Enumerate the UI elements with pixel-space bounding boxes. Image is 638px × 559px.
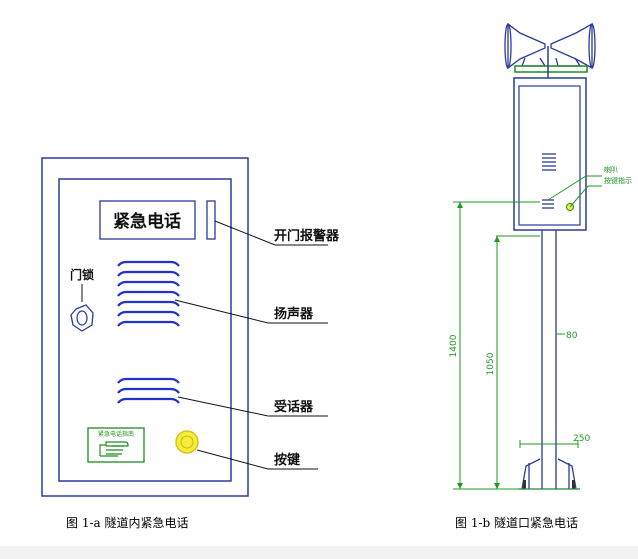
title-panel bbox=[99, 200, 196, 240]
leader-button bbox=[196, 449, 318, 470]
figure-a: 紧急电话 门锁 紧急电话指南 bbox=[41, 157, 340, 497]
dimension-lines bbox=[453, 175, 602, 490]
door-lock-keyhole bbox=[76, 310, 88, 326]
label-door-alarm: 开门报警器 bbox=[274, 228, 340, 244]
receiver-vents bbox=[117, 377, 180, 404]
caption-figure-b: 图 1-b 隧道口紧急电话 bbox=[455, 516, 579, 530]
speaker-vent bbox=[117, 300, 180, 307]
outdoor-cabinet bbox=[513, 77, 587, 231]
pole-base bbox=[518, 458, 580, 490]
speaker-vent bbox=[117, 310, 180, 317]
leader-receiver bbox=[177, 396, 328, 417]
speaker-vent bbox=[117, 270, 180, 277]
horn-speaker-right-icon bbox=[550, 22, 596, 70]
horn-mount-bracket bbox=[514, 65, 588, 73]
dim-total-height: 1400 bbox=[449, 334, 459, 357]
guide-sign bbox=[87, 427, 145, 463]
receiver-vent bbox=[117, 397, 180, 404]
receiver-vent bbox=[117, 377, 180, 384]
label-speaker: 扬声器 bbox=[274, 306, 314, 322]
door-lock-icon bbox=[70, 304, 94, 332]
dim-pole-diameter: 80 bbox=[566, 331, 578, 341]
dimension-ticks bbox=[457, 202, 500, 489]
speaker-vent bbox=[117, 320, 180, 327]
label-receiver: 受话器 bbox=[274, 399, 314, 415]
cabinet-outer bbox=[41, 157, 249, 497]
anchor-bolts bbox=[523, 480, 575, 489]
horn-speaker-left-icon bbox=[504, 22, 547, 70]
callout-horn: 喇叭 bbox=[604, 165, 618, 174]
outdoor-receiver-grille bbox=[542, 199, 554, 209]
speaker-vent bbox=[117, 260, 180, 267]
outdoor-speaker-grille bbox=[542, 153, 556, 171]
label-button: 按键 bbox=[274, 452, 300, 468]
leader-speaker bbox=[174, 299, 328, 324]
leader-door-alarm bbox=[214, 220, 328, 246]
call-button-icon bbox=[175, 430, 199, 454]
caption-figure-a: 图 1-a 隧道内紧急电话 bbox=[66, 516, 189, 530]
call-button-ring bbox=[180, 435, 194, 449]
figure-b: 1400 1050 80 250 喇叭 按键指示 bbox=[449, 22, 632, 490]
bottom-strip bbox=[0, 546, 638, 559]
panel-title: 紧急电话 bbox=[113, 211, 181, 232]
speaker-vent bbox=[117, 280, 180, 287]
label-door-lock: 门锁 bbox=[70, 267, 94, 282]
leader-lines bbox=[174, 220, 328, 470]
callout-button: 按键指示 bbox=[604, 176, 632, 185]
dim-base-width: 250 bbox=[573, 434, 590, 444]
receiver-vent bbox=[117, 387, 180, 394]
hand-pointer-icon bbox=[99, 441, 129, 457]
cabinet-door bbox=[58, 178, 232, 482]
door-alarm-sensor bbox=[206, 200, 216, 240]
speaker-vents bbox=[117, 260, 180, 327]
speaker-vent bbox=[117, 290, 180, 297]
sign-text: 紧急电话指南 bbox=[98, 430, 134, 438]
dim-lower-height: 1050 bbox=[486, 352, 496, 375]
outdoor-cabinet-door bbox=[518, 85, 581, 226]
